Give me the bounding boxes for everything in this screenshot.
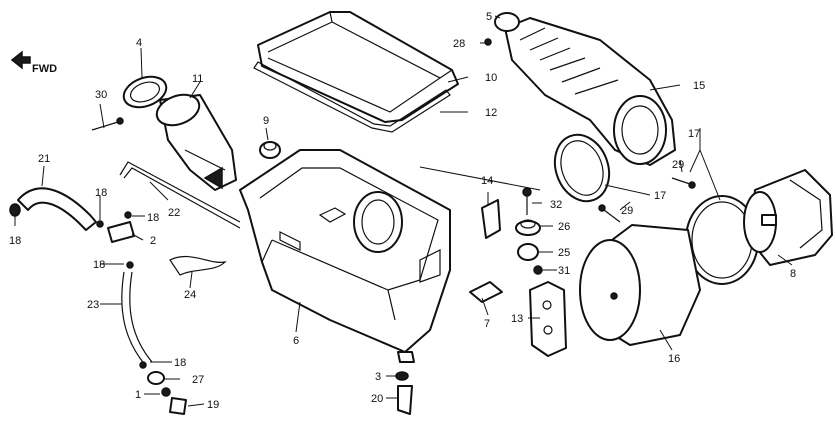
callout-labels: 1 2 3 4 5 6 7 8 9 10 11 12 13 14 15 16 1… bbox=[9, 11, 796, 411]
callout-4: 4 bbox=[136, 37, 142, 49]
air-filter-element bbox=[579, 224, 701, 346]
callout-7: 7 bbox=[484, 318, 490, 330]
screw-29-upper bbox=[671, 177, 696, 189]
callout-5: 5 bbox=[486, 11, 492, 23]
callout-18-c: 18 bbox=[93, 259, 105, 271]
clip-1 bbox=[161, 387, 171, 397]
breather-tube-22 bbox=[119, 161, 241, 229]
callout-13: 13 bbox=[511, 313, 523, 325]
drain-tube-20 bbox=[397, 385, 413, 415]
duct-band-ring bbox=[553, 133, 611, 203]
bolt-32 bbox=[522, 187, 532, 215]
callout-16: 16 bbox=[668, 353, 680, 365]
callout-1: 1 bbox=[135, 389, 141, 401]
screw-30 bbox=[91, 117, 124, 131]
callout-20: 20 bbox=[371, 393, 383, 405]
callout-26: 26 bbox=[558, 221, 570, 233]
fwd-label: FWD bbox=[32, 63, 57, 75]
callout-18-b: 18 bbox=[147, 212, 159, 224]
leader-lines bbox=[14, 15, 793, 407]
screw-29-lower bbox=[598, 204, 621, 223]
callout-32: 32 bbox=[550, 199, 562, 211]
air-cleaner-case bbox=[239, 149, 451, 363]
callout-18-e: 18 bbox=[9, 235, 21, 247]
callout-14: 14 bbox=[481, 175, 493, 187]
duct-band bbox=[494, 12, 520, 32]
callout-19: 19 bbox=[207, 399, 219, 411]
callout-6: 6 bbox=[293, 335, 299, 347]
hose-clip-24 bbox=[169, 255, 227, 276]
callout-2: 2 bbox=[150, 235, 156, 247]
callout-22: 22 bbox=[168, 207, 180, 219]
collar-31 bbox=[533, 265, 543, 275]
breather-hose-21 bbox=[9, 187, 97, 231]
callout-29-upper: 29 bbox=[672, 159, 684, 171]
intake-duct bbox=[504, 17, 676, 166]
grommet bbox=[259, 141, 281, 159]
callout-9: 9 bbox=[263, 115, 269, 127]
callout-12: 12 bbox=[485, 107, 497, 119]
callout-23: 23 bbox=[87, 299, 99, 311]
prefilter-cap bbox=[743, 169, 833, 266]
callout-28: 28 bbox=[453, 38, 465, 50]
air-cleaner-cover bbox=[257, 11, 459, 123]
callout-24: 24 bbox=[184, 289, 196, 301]
callout-10: 10 bbox=[485, 72, 497, 84]
joint-2 bbox=[107, 221, 135, 243]
drain-hose-23 bbox=[121, 271, 153, 367]
mount-rubber-25 bbox=[517, 243, 539, 261]
plate-7 bbox=[469, 281, 503, 303]
callout-3: 3 bbox=[375, 371, 381, 383]
bracket-14 bbox=[481, 199, 501, 239]
callout-21: 21 bbox=[38, 153, 50, 165]
clip-18-b bbox=[124, 211, 132, 219]
callout-18-a: 18 bbox=[95, 187, 107, 199]
forward-arrow-icon bbox=[10, 50, 31, 70]
callout-15: 15 bbox=[693, 80, 705, 92]
tube-band bbox=[122, 75, 168, 109]
callout-27: 27 bbox=[192, 374, 204, 386]
mount-rubber-26 bbox=[515, 219, 541, 236]
cover-gasket bbox=[253, 61, 451, 133]
callout-17-left: 17 bbox=[654, 190, 666, 202]
callout-8: 8 bbox=[790, 268, 796, 280]
clip-3 bbox=[395, 371, 409, 381]
callout-29-lower: 29 bbox=[621, 205, 633, 217]
drain-plug-27 bbox=[147, 371, 165, 385]
callout-31: 31 bbox=[558, 265, 570, 277]
callout-25: 25 bbox=[558, 247, 570, 259]
cap-19 bbox=[169, 397, 187, 415]
callout-11: 11 bbox=[192, 73, 203, 85]
callout-18-d: 18 bbox=[174, 357, 186, 369]
clip-18-c bbox=[126, 261, 134, 269]
connecting-tube bbox=[155, 93, 237, 191]
callout-30: 30 bbox=[95, 89, 107, 101]
clip-18-a bbox=[96, 220, 104, 228]
screw-28 bbox=[484, 38, 492, 46]
callout-17-right: 17 bbox=[688, 128, 700, 140]
mounting-stay bbox=[529, 281, 567, 357]
